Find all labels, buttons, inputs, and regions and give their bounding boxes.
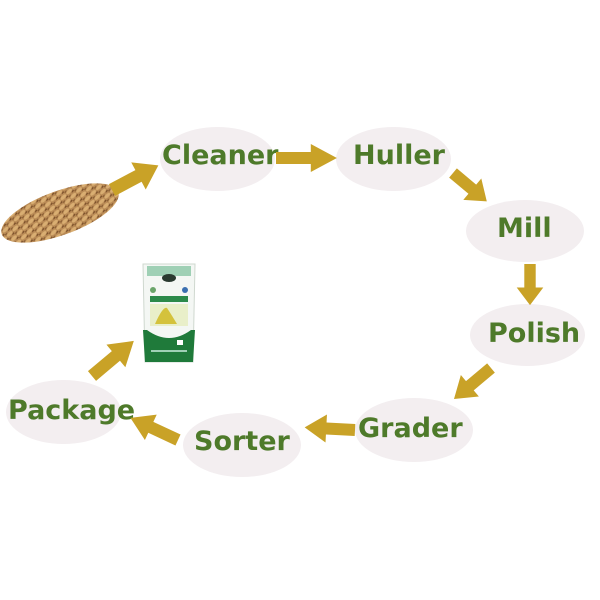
node-package-bg xyxy=(6,380,121,444)
arrow-grader-to-sorter xyxy=(303,413,356,444)
grain-pile-image xyxy=(1,183,119,243)
node-huller-bg xyxy=(336,127,451,191)
step-label-package: Package xyxy=(8,395,136,426)
node-cleaner-bg xyxy=(160,127,275,191)
arrow-polish-to-grader xyxy=(445,357,500,410)
arrow-cleaner-to-huller xyxy=(276,144,337,172)
arrow-huller-to-mill xyxy=(444,162,496,213)
arrow-package-to-bag xyxy=(82,329,144,388)
step-label-cleaner: Cleaner xyxy=(162,140,279,171)
arrow-mill-to-polish xyxy=(516,264,544,306)
node-sorter-bg xyxy=(183,413,301,477)
step-label-polish: Polish xyxy=(488,318,581,349)
step-label-huller: Huller xyxy=(353,140,445,171)
step-label-grader: Grader xyxy=(358,413,463,444)
arrow-sorter-to-package xyxy=(124,405,184,453)
node-polish-bg xyxy=(470,304,585,366)
arrow-grain-to-cleaner xyxy=(104,151,166,204)
node-grader-bg xyxy=(355,398,473,462)
step-label-mill: Mill xyxy=(497,213,552,244)
node-mill-bg xyxy=(466,200,584,262)
step-label-sorter: Sorter xyxy=(194,426,290,457)
rice-bag-image xyxy=(142,263,196,363)
